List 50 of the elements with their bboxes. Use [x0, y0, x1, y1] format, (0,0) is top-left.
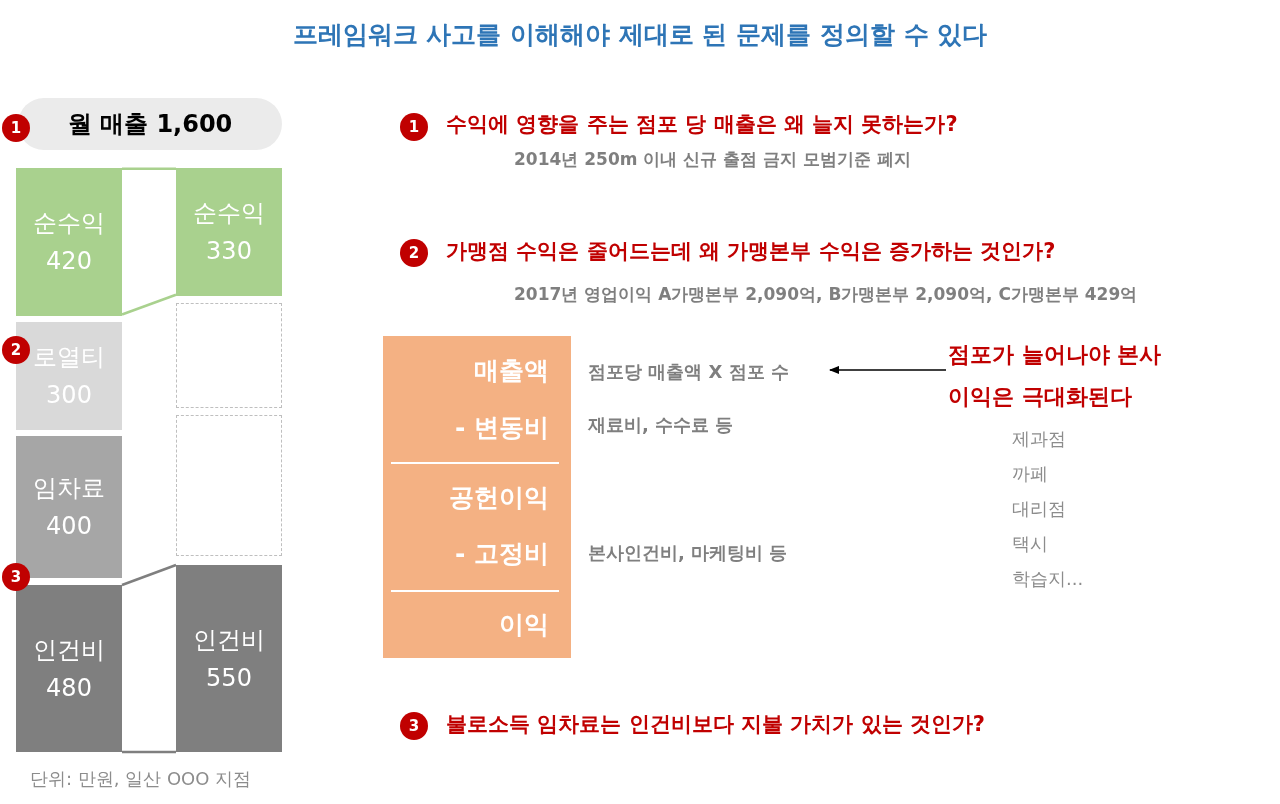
pl-statement-box: [383, 336, 571, 658]
item-label: 인건비: [193, 624, 265, 656]
pl-line-text: 이익: [499, 609, 549, 641]
cost-line-text: - 고정비: [454, 538, 549, 570]
title: 프레임워크 사고를 이해해야 제대로 된 문제를 정의할 수 있다: [292, 19, 988, 51]
number-badge: 1: [400, 113, 428, 141]
number-badge: 2: [400, 239, 428, 267]
item-value: 330: [206, 236, 252, 267]
pl-line-text: 매출액: [474, 355, 549, 387]
callout-note: 점포가 늘어나야 본사 이익은 극대화된다: [948, 341, 1163, 411]
bar-segment: [176, 168, 282, 296]
arrow: [829, 365, 947, 374]
footnote: 단위: 만원, 일산 OOO 지점: [30, 767, 252, 791]
number-badge: 1: [2, 114, 30, 142]
connector-line: [122, 750, 176, 754]
item-value: 400: [46, 511, 92, 542]
total-sales-label: 월 매출 1,600: [67, 109, 233, 140]
item-value: 420: [46, 246, 92, 277]
connector-line: [121, 563, 177, 587]
item-value: 550: [206, 662, 252, 694]
item-label: 인건비: [33, 634, 105, 666]
item-value: 480: [46, 672, 92, 704]
connector-line: [121, 293, 177, 316]
pl-line-text: 공헌이익: [449, 482, 549, 514]
cost-note: 재료비, 수수료 등: [588, 413, 734, 437]
example-item: 까페: [1012, 462, 1048, 486]
connector-line: [122, 167, 176, 170]
cost-line-text: - 변동비: [454, 412, 549, 444]
item-label: 순수익: [193, 198, 265, 229]
number-badge: 2: [2, 336, 30, 364]
dashed-bar-segment: [176, 303, 282, 408]
formula-label: 점포당 매출액 X 점포 수: [588, 360, 789, 384]
cost-note: 본사인건비, 마케팅비 등: [588, 541, 788, 565]
number-badge: 3: [400, 712, 428, 740]
bar-segment: [176, 565, 282, 752]
example-item: 제과점: [1012, 427, 1066, 451]
example-item: 학습지...: [1012, 567, 1084, 591]
bar-segment: [16, 585, 122, 752]
note-text: 2017년 영업이익 A가맹본부 2,090억, B가맹본부 2,090억, C가맹본부 429억: [514, 283, 1138, 306]
question-text: 불로소득 임차료는 인건비보다 지불 가치가 있는 것인가?: [446, 711, 986, 738]
dashed-bar-segment: [176, 415, 282, 556]
item-label: 순수익: [33, 208, 105, 239]
question-text: 가맹점 수익은 줄어드는데 왜 가맹본부 수익은 증가하는 것인가?: [446, 238, 1056, 265]
example-item: 대리점: [1012, 497, 1066, 521]
question-text: 수익에 영향을 주는 점포 당 매출은 왜 늘지 못하는가?: [446, 111, 958, 138]
example-item: 택시: [1012, 532, 1048, 556]
item-label: 임차료: [33, 473, 105, 504]
number-badge: 3: [2, 563, 30, 591]
note-text: 2014년 250m 이내 신규 출점 금지 모범기준 폐지: [514, 148, 911, 171]
bar-segment: [16, 168, 122, 316]
